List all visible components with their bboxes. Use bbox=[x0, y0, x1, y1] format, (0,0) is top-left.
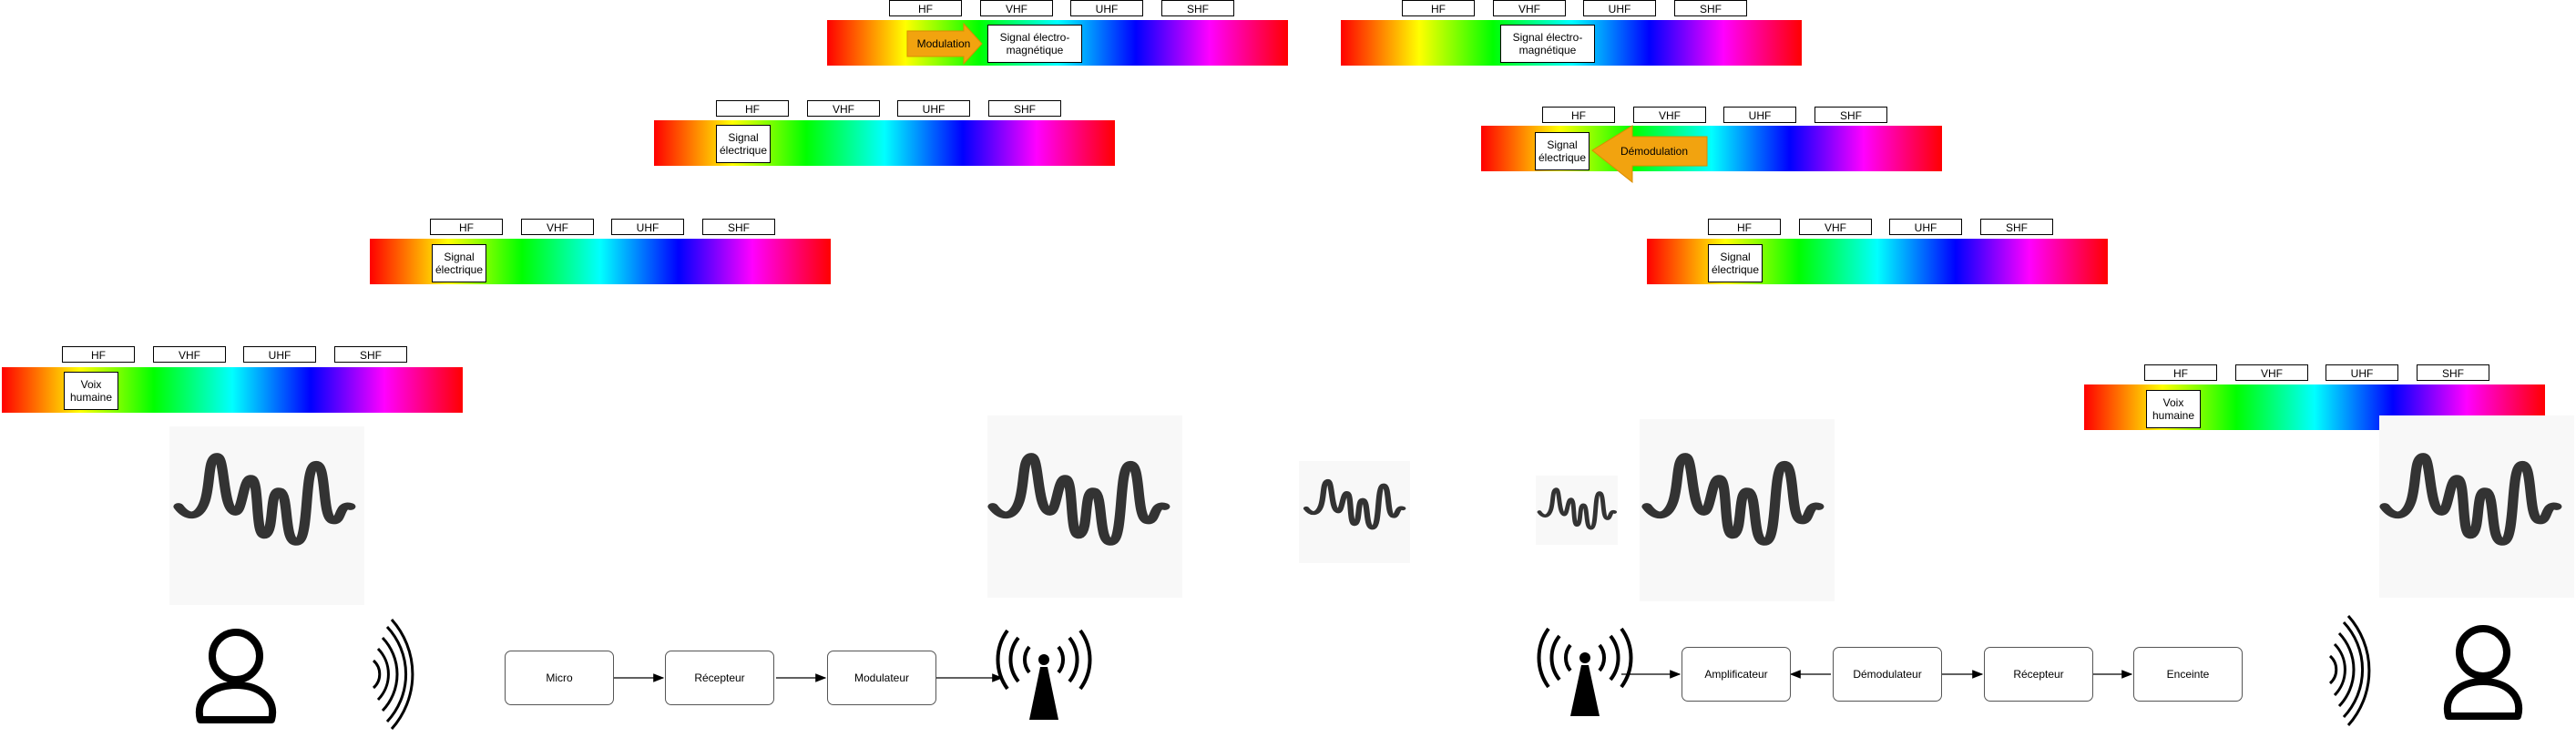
node-recepteur-emitter: Récepteur bbox=[665, 651, 774, 705]
waveform-icon bbox=[987, 415, 1182, 598]
signal-box-electric: Signal électrique bbox=[432, 244, 486, 282]
node-enceinte: Enceinte bbox=[2133, 647, 2243, 702]
band-shf: SHF bbox=[988, 100, 1061, 117]
waveform-icon bbox=[169, 426, 364, 605]
node-micro: Micro bbox=[505, 651, 614, 705]
band-hf: HF bbox=[1542, 107, 1615, 123]
band-shf: SHF bbox=[1980, 219, 2053, 235]
demodulation-label: Démodulation bbox=[1620, 145, 1689, 158]
band-shf: SHF bbox=[702, 219, 775, 235]
person-icon bbox=[2443, 625, 2523, 720]
antenna-icon bbox=[1537, 627, 1633, 716]
band-shf: SHF bbox=[1674, 0, 1747, 16]
band-shf: SHF bbox=[334, 346, 407, 363]
band-hf: HF bbox=[716, 100, 789, 117]
node-demodulateur: Démodulateur bbox=[1833, 647, 1942, 702]
waveform-icon bbox=[1299, 461, 1410, 563]
band-uhf: UHF bbox=[611, 219, 684, 235]
band-hf: HF bbox=[889, 0, 962, 16]
waveform-icon bbox=[1640, 419, 1835, 601]
signal-box-em: Signal électro- magnétique bbox=[987, 25, 1082, 63]
waveform-icon bbox=[1536, 476, 1618, 545]
band-vhf: VHF bbox=[980, 0, 1053, 16]
signal-box-electric: Signal électrique bbox=[716, 125, 771, 163]
band-uhf: UHF bbox=[243, 346, 316, 363]
band-vhf: VHF bbox=[1493, 0, 1566, 16]
band-hf: HF bbox=[62, 346, 135, 363]
band-shf: SHF bbox=[2417, 364, 2489, 381]
sound-waves-icon bbox=[372, 619, 414, 730]
band-vhf: VHF bbox=[153, 346, 226, 363]
band-shf: SHF bbox=[1161, 0, 1234, 16]
band-vhf: VHF bbox=[2235, 364, 2308, 381]
band-vhf: VHF bbox=[521, 219, 594, 235]
modulation-label: Modulation bbox=[916, 37, 971, 50]
signal-box-electric: Signal électrique bbox=[1708, 244, 1763, 282]
band-uhf: UHF bbox=[1723, 107, 1796, 123]
band-hf: HF bbox=[1402, 0, 1475, 16]
band-vhf: VHF bbox=[1633, 107, 1706, 123]
band-hf: HF bbox=[1708, 219, 1781, 235]
waveform-icon bbox=[2379, 415, 2574, 598]
band-uhf: UHF bbox=[1889, 219, 1962, 235]
signal-box-electric: Signal électrique bbox=[1535, 132, 1590, 170]
band-uhf: UHF bbox=[897, 100, 970, 117]
node-amplificateur: Amplificateur bbox=[1682, 647, 1791, 702]
person-icon bbox=[195, 629, 277, 723]
node-recepteur-receiver: Récepteur bbox=[1984, 647, 2093, 702]
band-hf: HF bbox=[2144, 364, 2217, 381]
sound-waves-icon bbox=[2328, 615, 2371, 726]
signal-box-em: Signal électro- magnétique bbox=[1500, 25, 1595, 63]
band-vhf: VHF bbox=[807, 100, 880, 117]
node-modulateur: Modulateur bbox=[827, 651, 936, 705]
band-vhf: VHF bbox=[1799, 219, 1872, 235]
signal-box-voice: Voix humaine bbox=[64, 372, 118, 410]
band-hf: HF bbox=[430, 219, 503, 235]
band-uhf: UHF bbox=[2326, 364, 2398, 381]
signal-box-voice: Voix humaine bbox=[2146, 390, 2201, 428]
band-shf: SHF bbox=[1814, 107, 1887, 123]
band-uhf: UHF bbox=[1583, 0, 1656, 16]
band-uhf: UHF bbox=[1070, 0, 1143, 16]
antenna-icon bbox=[996, 629, 1092, 720]
